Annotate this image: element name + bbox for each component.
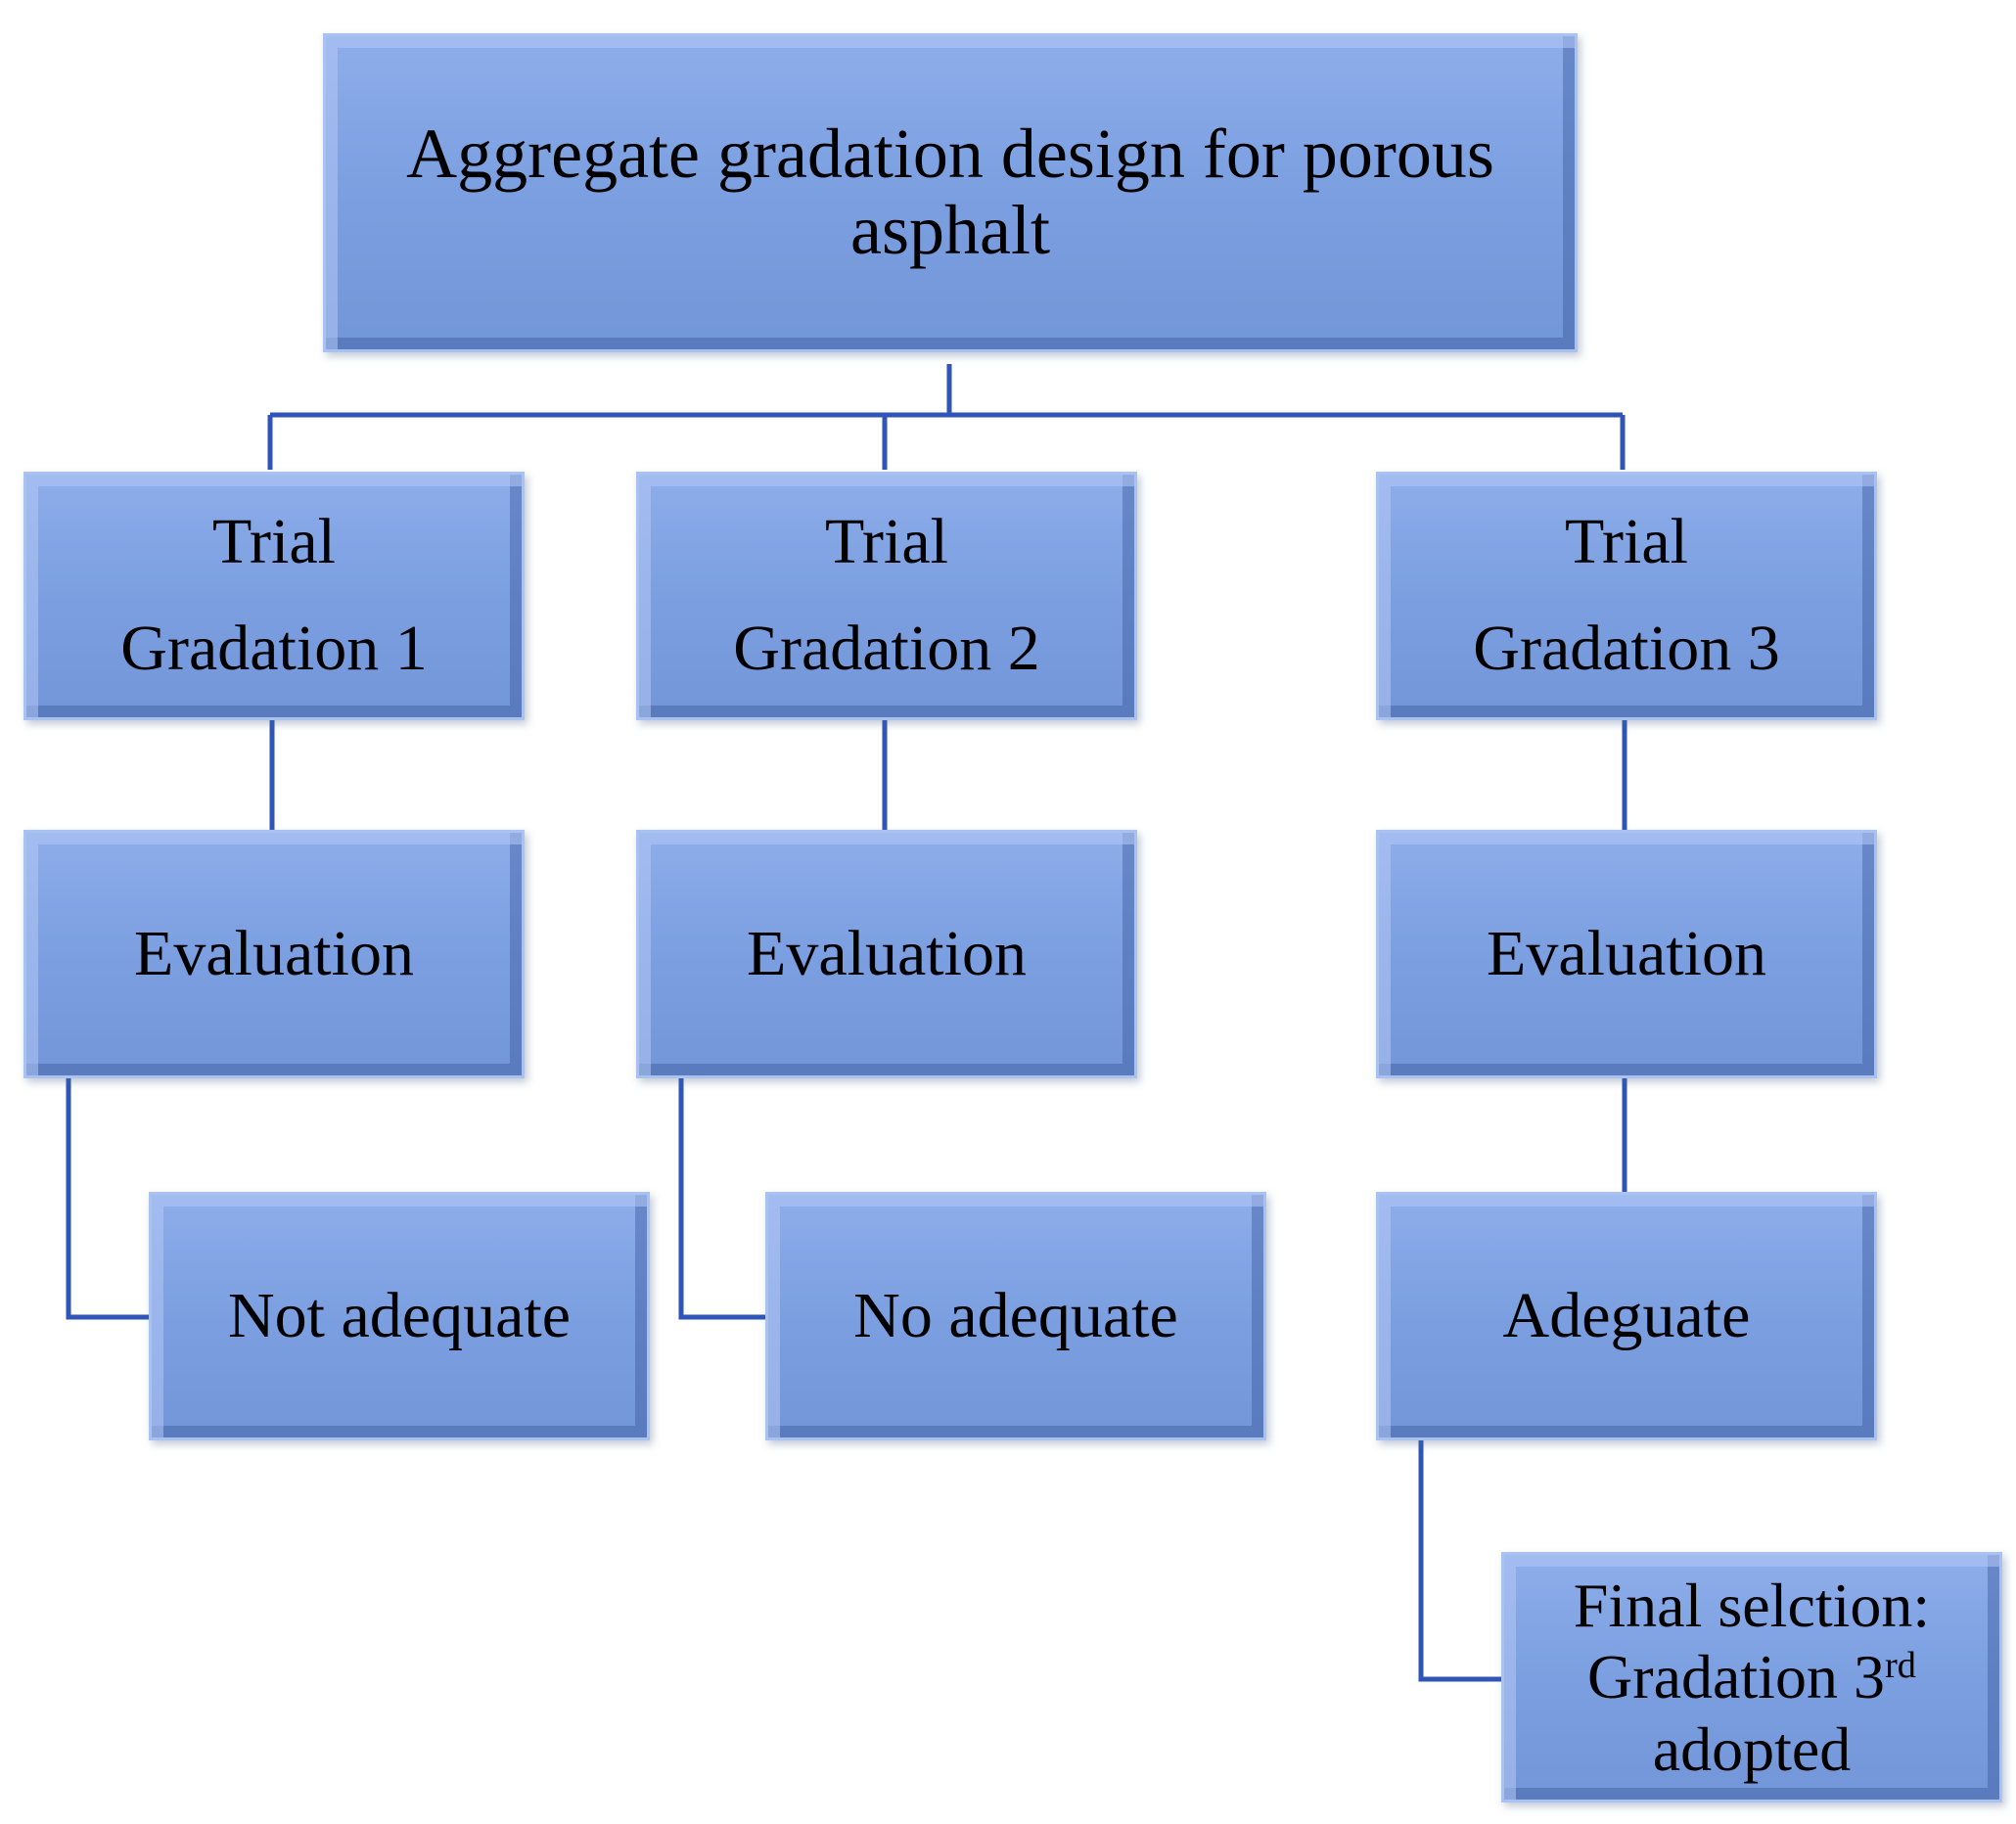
title-line-2: asphalt <box>850 191 1050 269</box>
trial-3-line-2: Gradation 3 <box>1473 613 1780 684</box>
trial-2-line-1: Trial <box>825 506 948 578</box>
final-line-3: adopted <box>1652 1713 1852 1784</box>
evaluation-3-box: Evaluation <box>1376 830 1877 1078</box>
final-line-2-main: Gradation 3 <box>1587 1642 1885 1712</box>
evaluation-1-label: Evaluation <box>134 918 414 990</box>
final-selection-box: Final selction: Gradation 3rd adopted <box>1501 1552 2002 1802</box>
evaluation-2-box: Evaluation <box>636 830 1137 1078</box>
connector-evaluation-2-result <box>678 1078 765 1320</box>
trial-gradation-2-box: Trial Gradation 2 <box>636 472 1137 720</box>
result-1-label: Not adequate <box>227 1280 571 1352</box>
result-no-adequate-box: No adequate <box>765 1192 1266 1440</box>
final-line-2: Gradation 3rd <box>1587 1641 1916 1713</box>
title-box: Aggregate gradation design for porous as… <box>323 33 1578 352</box>
result-3-label: Adeguate <box>1502 1280 1751 1352</box>
connector-result-final <box>1418 1438 1501 1682</box>
final-line-2-sup: rd <box>1884 1645 1916 1687</box>
evaluation-1-box: Evaluation <box>23 830 525 1078</box>
result-not-adequate-box: Not adequate <box>149 1192 650 1440</box>
trial-1-line-2: Gradation 1 <box>120 613 428 684</box>
trial-gradation-3-box: Trial Gradation 3 <box>1376 472 1877 720</box>
trial-2-line-2: Gradation 2 <box>733 613 1040 684</box>
evaluation-2-label: Evaluation <box>747 918 1027 990</box>
connector-evaluation-1-result <box>66 1078 149 1320</box>
result-2-label: No adequate <box>853 1280 1178 1352</box>
trial-3-line-1: Trial <box>1565 506 1688 578</box>
trial-gradation-1-box: Trial Gradation 1 <box>23 472 525 720</box>
final-line-1: Final selction: <box>1573 1570 1931 1640</box>
title-line-1: Aggregate gradation design for porous <box>406 114 1494 194</box>
evaluation-3-label: Evaluation <box>1487 918 1766 990</box>
result-adequate-box: Adeguate <box>1376 1192 1877 1440</box>
trial-1-line-1: Trial <box>212 506 336 578</box>
